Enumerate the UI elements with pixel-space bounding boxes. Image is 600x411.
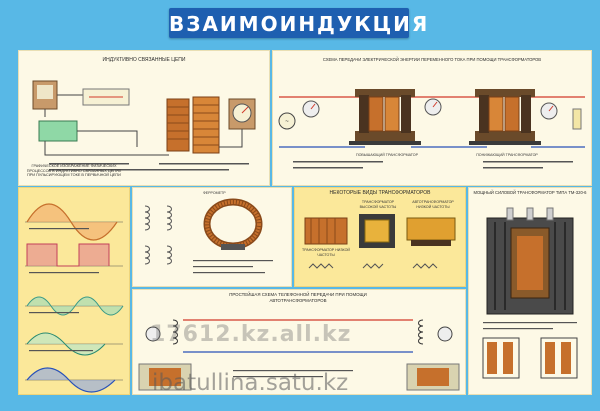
ferrometer-ring	[203, 198, 263, 250]
power-transformer-panel: МОЩНЫЙ СИЛОВОЙ ТРАНСФОРМАТОР ТИПА ТМ-320…	[468, 187, 592, 395]
waveforms-diagram	[25, 203, 124, 393]
svg-text:~: ~	[285, 119, 289, 125]
inductive-circuits-panel: ИНДУКТИВНО СВЯЗАННЫЕ ЦЕПИ	[18, 50, 270, 186]
high-frequency-caption: ТРАНСФОРМАТОР ВЫСОКОЙ ЧАСТОТЫ	[359, 200, 397, 209]
step-up-caption: ПОВЫШАЮЩИЙ ТРАНСФОРМАТОР	[356, 153, 418, 157]
telephone-scheme-heading: ПРОСТЕЙШАЯ СХЕМА ТЕЛЕФОННОЙ ПЕРЕДАЧИ ПРИ…	[229, 292, 367, 303]
output-wave	[26, 367, 116, 393]
high-frequency-transformer	[359, 214, 395, 248]
inductive-circuits-diagram	[32, 80, 256, 171]
step-up-transformer	[349, 89, 421, 145]
graphic-processes-heading: ГРАФИЧЕСКОЕ ИЗОБРАЖЕНИЕ ФИЗИЧЕСКИХ ПРОЦЕ…	[26, 164, 122, 178]
magnetic-flux-wave	[26, 243, 110, 267]
ferrometer-label: ФЕРРОМЕТР	[203, 191, 226, 195]
inductive-circuits-heading: ИНДУКТИВНО СВЯЗАННЫЕ ЦЕПИ	[102, 57, 186, 63]
emf-wave	[26, 296, 124, 316]
power-transformer-body	[486, 207, 574, 315]
transmission-panel: СХЕМА ПЕРЕДАЧИ ЭЛЕКТРИЧЕСКОЙ ЭНЕРГИИ ПЕР…	[272, 50, 592, 186]
telephone-scheme-diagram	[138, 319, 460, 391]
transmission-heading: СХЕМА ПЕРЕДАЧИ ЭЛЕКТРИЧЕСКОЙ ЭНЕРГИИ ПЕР…	[322, 57, 542, 62]
transformer-types-panel: НЕКОТОРЫЕ ВИДЫ ТРАНСФОРМАТОРОВ ТРАНСФОРМ…	[294, 187, 466, 287]
primary-coil	[166, 98, 190, 152]
poster-title: ВЗАИМОИНДУКЦИЯ	[169, 12, 430, 36]
autotransformer-unit	[406, 217, 456, 246]
graphic-processes-panel: ГРАФИЧЕСКОЕ ИЗОБРАЖЕНИЕ ФИЗИЧЕСКИХ ПРОЦЕ…	[18, 164, 130, 395]
step-down-transformer	[469, 89, 541, 145]
primary-current-wave	[26, 203, 118, 241]
low-frequency-caption: ТРАНСФОРМАТОР НИЗКОЙ ЧАСТОТЫ	[302, 248, 350, 257]
telephone-scheme-panel: ПРОСТЕЙШАЯ СХЕМА ТЕЛЕФОННОЙ ПЕРЕДАЧИ ПРИ…	[132, 289, 466, 395]
power-transformer-heading: МОЩНЫЙ СИЛОВОЙ ТРАНСФОРМАТОР ТИПА ТМ-320…	[473, 190, 587, 195]
low-frequency-transformer	[304, 217, 348, 245]
ferrometer-panel: ФЕРРОМЕТР	[132, 187, 292, 287]
watermark-bottom: ibatullina.satu.kz	[152, 370, 349, 396]
transformer-types-diagram	[304, 214, 456, 269]
title-band: ВЗАИМОИНДУКЦИЯ	[169, 8, 430, 38]
ferrometer-diagram	[144, 198, 273, 274]
transformer-types-heading: НЕКОТОРЫЕ ВИДЫ ТРАНСФОРМАТОРОВ	[329, 190, 431, 196]
secondary-coil	[192, 96, 220, 154]
power-transformer-diagram	[482, 207, 578, 379]
transmission-diagram: ~	[278, 89, 585, 169]
watermark-faint: 17612.kz.all.kz	[150, 322, 352, 347]
secondary-current-wave	[26, 332, 106, 356]
step-down-caption: ПОНИЖАЮЩИЙ ТРАНСФОРМАТОР	[476, 153, 538, 157]
autotransformer-caption: АВТОТРАНСФОРМАТОР НИЗКОЙ ЧАСТОТЫ	[412, 200, 454, 209]
